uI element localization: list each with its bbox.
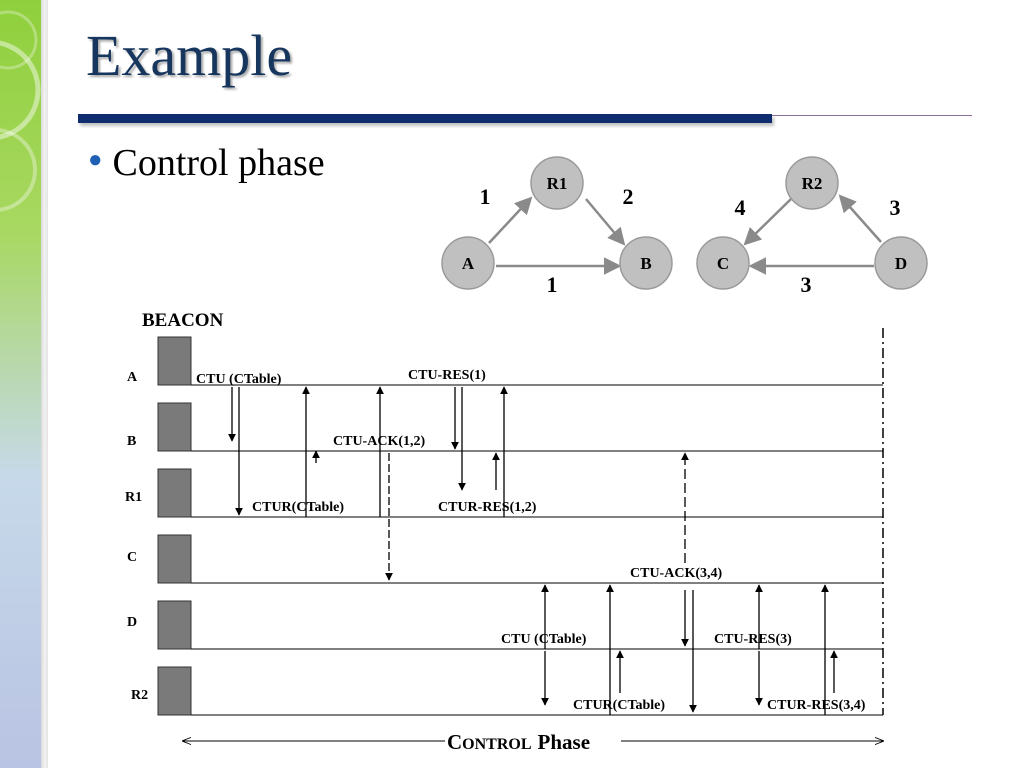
- node-a-label: A: [462, 254, 475, 273]
- edge-label-a-r1: 1: [480, 184, 491, 209]
- graph-1: R1 A B 1 2 1: [441, 156, 673, 297]
- beacon-block-c: [157, 534, 192, 584]
- node-r1-label: R1: [547, 174, 568, 193]
- edge-label-a-b: 1: [547, 272, 558, 297]
- phase-label-smallcaps: ONTROL: [462, 736, 531, 753]
- left-decorative-band: [0, 0, 44, 768]
- left-band-edge: [41, 0, 48, 768]
- msg-ctu-ctable-2: CTU (CTable): [501, 632, 587, 647]
- beacon-block-b: [157, 402, 192, 452]
- msg-ctur-res-34: CTUR-RES(3,4): [767, 698, 866, 713]
- edge-r2-c: [743, 198, 792, 246]
- beacon-block-r2: [157, 666, 192, 716]
- msg-ctu-ack-12: CTU-ACK(1,2): [333, 434, 425, 449]
- node-d: [874, 236, 928, 290]
- row-label-d: D: [127, 615, 137, 630]
- node-a: [441, 236, 495, 290]
- message-arrows: [228, 386, 838, 715]
- msg-ctur-res-12: CTUR-RES(1,2): [438, 500, 537, 515]
- msg-ctur-ctable: CTUR(CTable): [252, 500, 344, 515]
- node-r2: [785, 156, 839, 210]
- bullet-text: Control phase: [112, 142, 325, 184]
- control-phase-label: CONTROL Phase: [447, 730, 590, 754]
- edge-d-r2: [838, 194, 882, 243]
- row-label-b: B: [127, 434, 136, 449]
- bullet-item: ● Control phase: [88, 141, 325, 185]
- beacon-label: BEACON: [142, 310, 224, 331]
- edge-label-r2-c: 4: [735, 195, 746, 220]
- edge-r1-b: [585, 198, 626, 246]
- node-b: [619, 236, 673, 290]
- msg-ctu-res-1: CTU-RES(1): [408, 368, 486, 383]
- node-c-label: C: [717, 254, 729, 273]
- edge-label-d-c: 3: [801, 272, 812, 297]
- edge-label-d-r2: 3: [890, 195, 901, 220]
- graph-2: R2 C D 4 3 3: [696, 156, 928, 297]
- row-label-r2: R2: [131, 688, 148, 703]
- node-b-label: B: [640, 254, 651, 273]
- msg-ctu-res-3: CTU-RES(3): [714, 632, 792, 647]
- slide-title: Example: [86, 23, 293, 88]
- beacon-block-d: [157, 600, 192, 650]
- node-c: [696, 236, 750, 290]
- bullet-dot-icon: ●: [88, 147, 103, 173]
- phase-label-word: Phase: [538, 730, 591, 754]
- beacon-block-a: [157, 336, 192, 386]
- decorative-rings: [0, 10, 41, 212]
- row-label-a: A: [127, 370, 138, 385]
- row-label-c: C: [127, 550, 137, 565]
- node-r2-label: R2: [802, 174, 823, 193]
- edge-a-r1: [488, 196, 533, 244]
- timelines: [191, 384, 883, 716]
- node-r1: [530, 156, 584, 210]
- row-label-r1: R1: [125, 490, 142, 505]
- beacon-blocks: [157, 336, 192, 716]
- msg-ctu-ack-34: CTU-ACK(3,4): [630, 566, 722, 581]
- msg-ctur-ctable-2: CTUR(CTable): [573, 698, 665, 713]
- beacon-block-r1: [157, 468, 192, 518]
- title-underline: [78, 114, 772, 123]
- msg-ctu-ctable: CTU (CTable): [196, 372, 282, 387]
- message-labels: CTU (CTable) CTU-RES(1) CTU-ACK(1,2) CTU…: [196, 368, 866, 713]
- edge-label-r1-b: 2: [623, 184, 634, 209]
- phase-label-prefix: C: [447, 730, 462, 754]
- node-d-label: D: [895, 254, 907, 273]
- title-underline-thin: [772, 115, 972, 116]
